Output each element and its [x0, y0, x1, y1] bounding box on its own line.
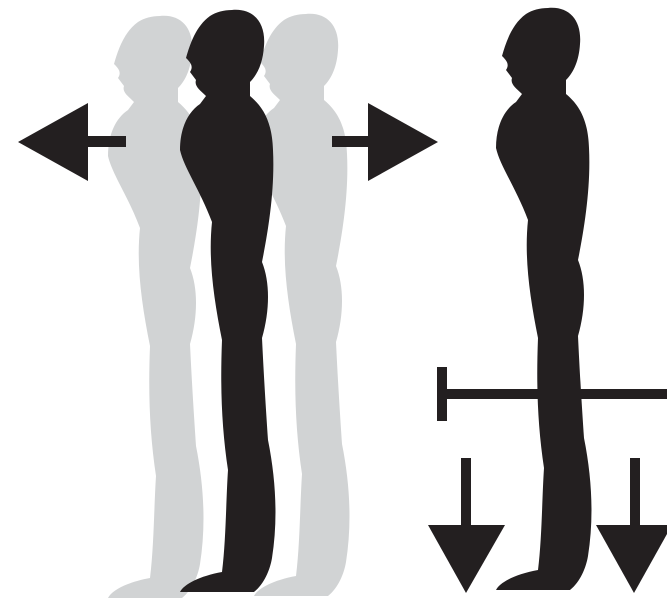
ghost-figure-back: [108, 16, 203, 598]
arrow-left: [18, 103, 126, 181]
main-figure-right: [496, 8, 591, 590]
arrow-down-right: [596, 458, 667, 593]
arrow-right: [332, 103, 438, 181]
arrow-down-left: [428, 458, 505, 593]
